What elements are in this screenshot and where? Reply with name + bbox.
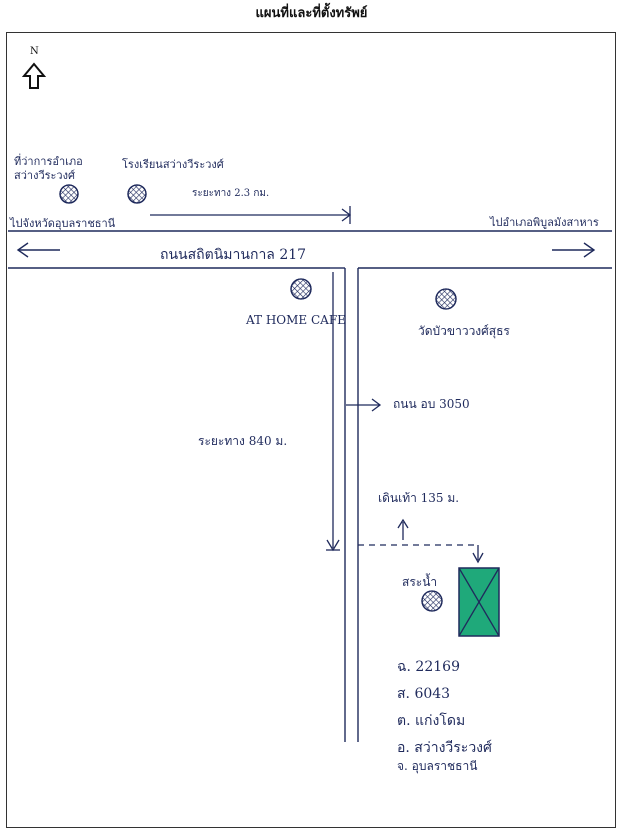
province-label: จ. อุบลราชธานี xyxy=(397,759,478,773)
to-ubon-label: ไปจังหวัดอุบลราชธานี xyxy=(10,217,116,230)
to-phibun-label: ไปอำเภอพิบูลมังสาหาร xyxy=(490,216,599,229)
road-217 xyxy=(8,230,612,269)
walk-135-label: เดินเท้า 135 ม. xyxy=(378,491,460,505)
district-office-label-2: สว่างวีระวงศ์ xyxy=(14,169,75,182)
district-label: อ. สว่างวีระวงศ์ xyxy=(397,740,492,756)
north-label: N xyxy=(30,46,39,57)
map-frame xyxy=(6,32,616,828)
temple-label: วัดบัวขาววงศ์สุธร xyxy=(418,324,510,338)
road-3050-label: ถนน อบ 3050 xyxy=(393,397,470,411)
survey-number: ส. 6043 xyxy=(397,686,451,702)
distance-arrow-23 xyxy=(150,206,352,224)
walking-path xyxy=(358,518,484,564)
north-arrow-icon xyxy=(21,62,47,89)
road-217-label: ถนนสถิตนิมานกาล 217 xyxy=(160,247,307,263)
distance-arrow-840 xyxy=(326,272,340,552)
pond-icon xyxy=(421,590,443,612)
road-3050-pointer xyxy=(346,398,382,412)
property-plot xyxy=(458,567,500,637)
distance-23-label: ระยะทาง 2.3 กม. xyxy=(192,188,270,199)
pond-label: สระน้ำ xyxy=(402,575,438,589)
school-label: โรงเรียนสว่างวีระวงศ์ xyxy=(122,158,224,171)
district-office-label-1: ที่ว่าการอำเภอ xyxy=(14,155,83,168)
school-icon xyxy=(127,184,147,204)
map-title: แผนที่และที่ตั้งทรัพย์ xyxy=(255,6,368,21)
subdistrict-label: ต. แก่งโดม xyxy=(397,713,466,729)
cafe-label: AT HOME CAFE xyxy=(246,313,346,327)
temple-icon xyxy=(435,288,457,310)
cafe-icon xyxy=(290,278,312,300)
road-3050 xyxy=(330,267,359,742)
district-office-icon xyxy=(59,184,79,204)
deed-number: ฉ. 22169 xyxy=(397,659,460,675)
distance-840-label: ระยะทาง 840 ม. xyxy=(198,434,288,448)
